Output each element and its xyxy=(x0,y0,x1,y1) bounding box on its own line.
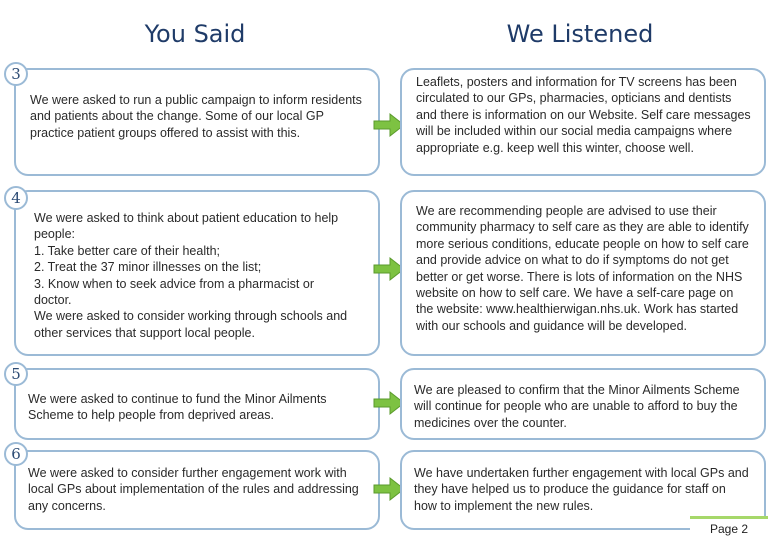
step-number-6: 6 xyxy=(4,442,28,466)
we-listened-box-6: We have undertaken further engagement wi… xyxy=(400,450,766,530)
page-number-badge: Page 2 xyxy=(690,516,768,539)
you-said-box-6: We were asked to consider further engage… xyxy=(14,450,380,530)
step-number-5: 5 xyxy=(4,362,28,386)
you-said-text-5: We were asked to continue to fund the Mi… xyxy=(28,392,327,423)
we-listened-text-5: We are pleased to confirm that the Minor… xyxy=(414,383,740,430)
you-said-box-4: We were asked to think about patient edu… xyxy=(14,190,380,356)
you-said-box-5: We were asked to continue to fund the Mi… xyxy=(14,368,380,440)
we-listened-box-3: Leaflets, posters and information for TV… xyxy=(400,68,766,176)
arrow-right-icon xyxy=(373,112,405,138)
we-listened-text-3: Leaflets, posters and information for TV… xyxy=(416,75,751,155)
arrow-right-icon xyxy=(373,256,405,282)
you-said-heading: You Said xyxy=(144,20,246,48)
we-listened-box-4: We are recommending people are advised t… xyxy=(400,190,766,356)
we-listened-box-5: We are pleased to confirm that the Minor… xyxy=(400,368,766,440)
you-said-box-3: We were asked to run a public campaign t… xyxy=(14,68,380,176)
arrow-right-icon xyxy=(373,390,405,416)
step-number-3: 3 xyxy=(4,62,28,86)
you-said-text-4: We were asked to think about patient edu… xyxy=(34,211,348,340)
you-said-text-6: We were asked to consider further engage… xyxy=(28,466,359,513)
we-listened-text-4: We are recommending people are advised t… xyxy=(416,204,749,333)
arrow-right-icon xyxy=(373,476,405,502)
step-number-4: 4 xyxy=(4,186,28,210)
you-said-text-3: We were asked to run a public campaign t… xyxy=(30,93,362,140)
we-listened-text-6: We have undertaken further engagement wi… xyxy=(414,466,749,513)
we-listened-heading: We Listened xyxy=(506,20,654,48)
